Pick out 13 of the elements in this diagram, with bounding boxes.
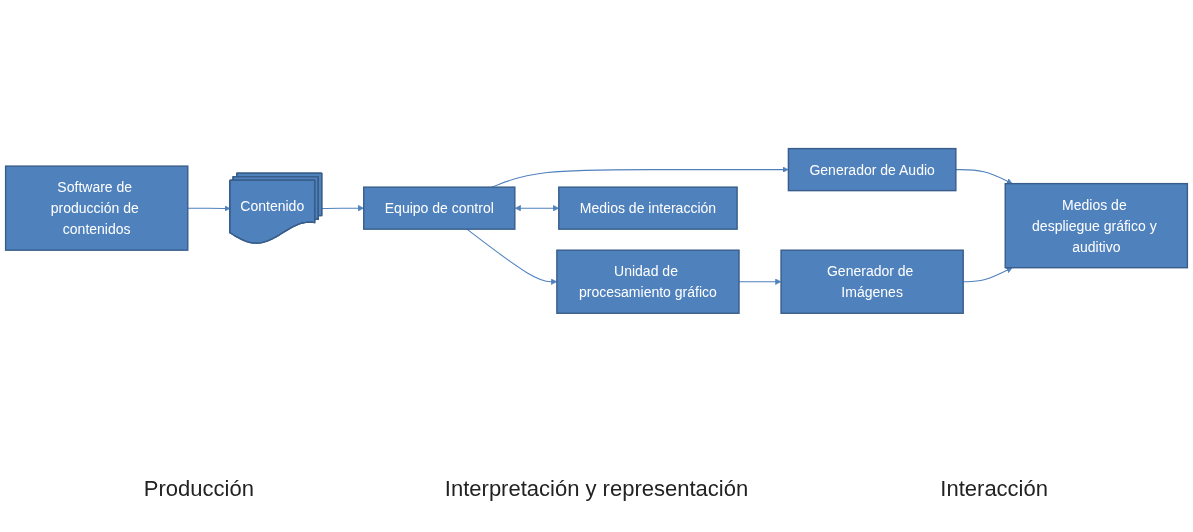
node-box: Generador de Imágenes [780, 249, 964, 314]
arrow [187, 205, 231, 212]
node-box: Medios de despliegue gráfico y auditivo [1004, 183, 1189, 269]
node-box: Medios de interacción [558, 186, 738, 230]
arrow [321, 205, 364, 212]
column-heading: Interacción [939, 475, 1049, 503]
node-box: Generador de Audio [787, 148, 957, 192]
node-box: Software de producción de contenidos [4, 165, 189, 251]
node-box: Equipo de control [363, 186, 516, 230]
column-heading: Producción [142, 475, 255, 503]
node-box: Unidad de procesamiento gráfico [556, 249, 740, 314]
column-heading: Interpretación y representación [443, 475, 750, 503]
arrow [955, 169, 1013, 184]
